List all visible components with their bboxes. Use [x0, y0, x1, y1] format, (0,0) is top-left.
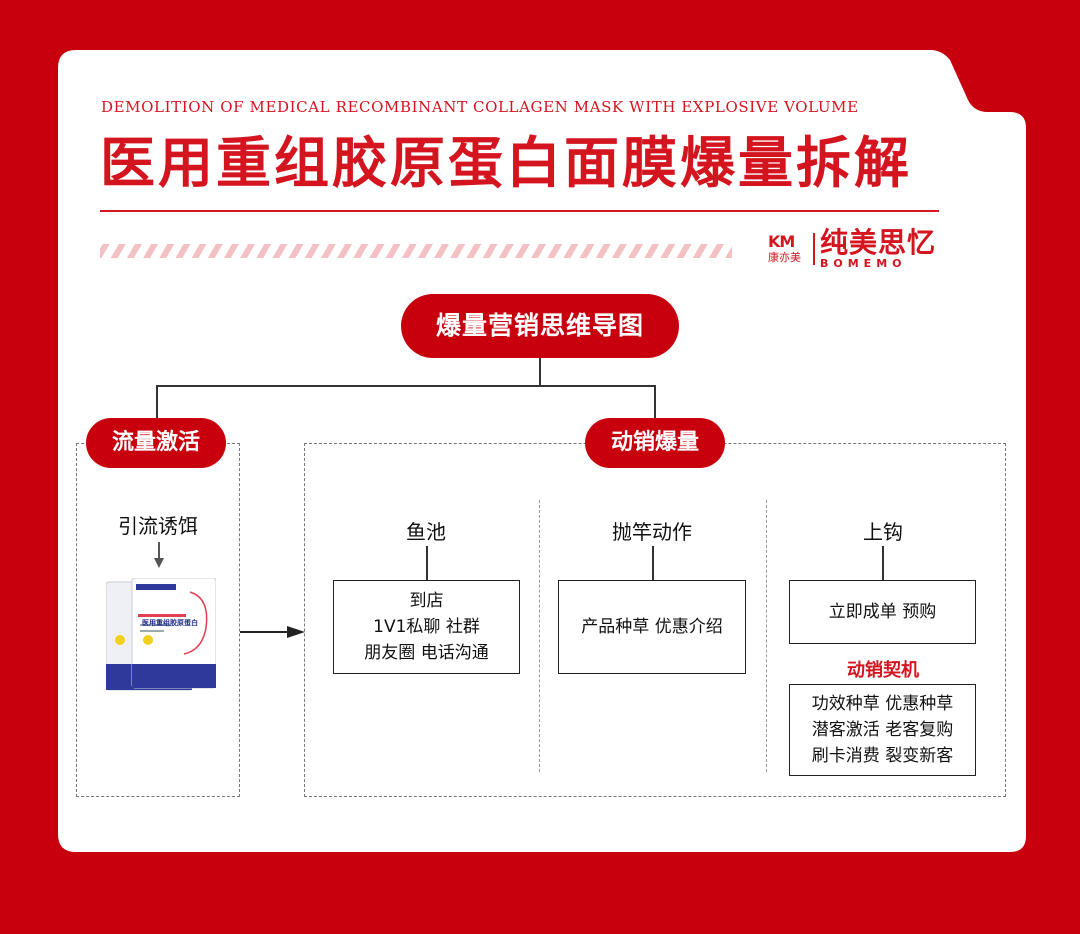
fish-pond-line-2: 1V1私聊 社群 [373, 617, 480, 637]
sales-opportunity-line-3: 刷卡消费 裂变新客 [811, 746, 954, 766]
branch-sales-boost: 动销爆量 [585, 418, 725, 468]
hooked-box: 立即成单 预购 [789, 580, 976, 644]
left-branch-connector [156, 385, 158, 419]
mask-product-image [106, 578, 216, 691]
hooked-line-1: 立即成单 预购 [828, 602, 937, 622]
hatch-decoration [100, 244, 732, 258]
lure-arrow-head [154, 558, 164, 568]
sales-opportunity-label: 动销契机 [847, 660, 919, 681]
casting-action-label: 抛竿动作 [612, 520, 692, 544]
fish-pond-line-1: 到店 [409, 591, 444, 611]
casting-action-line-1: 产品种草 优惠介绍 [581, 617, 723, 637]
brand-mark-text: 康亦美 [768, 251, 801, 264]
lure-arrow-stem [158, 542, 160, 560]
branch-traffic-activation: 流量激活 [86, 418, 226, 468]
flow-arrow-line [240, 631, 288, 633]
column-divider-2 [766, 500, 767, 772]
sales-opportunity-line-2: 潜客激活 老客复购 [811, 720, 954, 740]
casting-action-box: 产品种草 优惠介绍 [558, 580, 746, 674]
mindmap-root: 爆量营销思维导图 [401, 294, 679, 358]
english-subtitle: DEMOLITION OF MEDICAL RECOMBINANT COLLAG… [101, 98, 859, 116]
hooked-connector [882, 546, 884, 580]
casting-action-connector [652, 546, 654, 580]
fish-pond-line-3: 朋友圈 电话沟通 [364, 643, 489, 663]
hooked-label: 上钩 [863, 520, 903, 544]
brand-mark-glyph: KM [768, 232, 795, 251]
brand-separator [813, 233, 815, 265]
brand-name-en: BOMEMO [820, 257, 907, 270]
column-divider-1 [539, 500, 540, 772]
page-title: 医用重组胶原蛋白面膜爆量拆解 [100, 131, 913, 195]
lure-label: 引流诱饵 [118, 514, 198, 538]
fish-pond-connector [426, 546, 428, 580]
fish-pond-label: 鱼池 [406, 520, 446, 544]
title-divider [100, 210, 939, 212]
flow-arrow-head [287, 626, 305, 638]
branch-connector [156, 385, 656, 387]
sales-opportunity-line-1: 功效种草 优惠种草 [811, 694, 954, 714]
product-package-text: 医用重组胶原蛋白 [142, 619, 198, 627]
fish-pond-box: 到店 1V1私聊 社群 朋友圈 电话沟通 [333, 580, 520, 674]
brand-logo-mark: KM 康亦美 [768, 232, 801, 265]
brand-name-cn: 纯美思忆 [820, 226, 937, 259]
root-connector [539, 358, 541, 386]
sales-opportunity-box: 功效种草 优惠种草 潜客激活 老客复购 刷卡消费 裂变新客 [789, 684, 976, 776]
right-branch-connector [654, 385, 656, 419]
